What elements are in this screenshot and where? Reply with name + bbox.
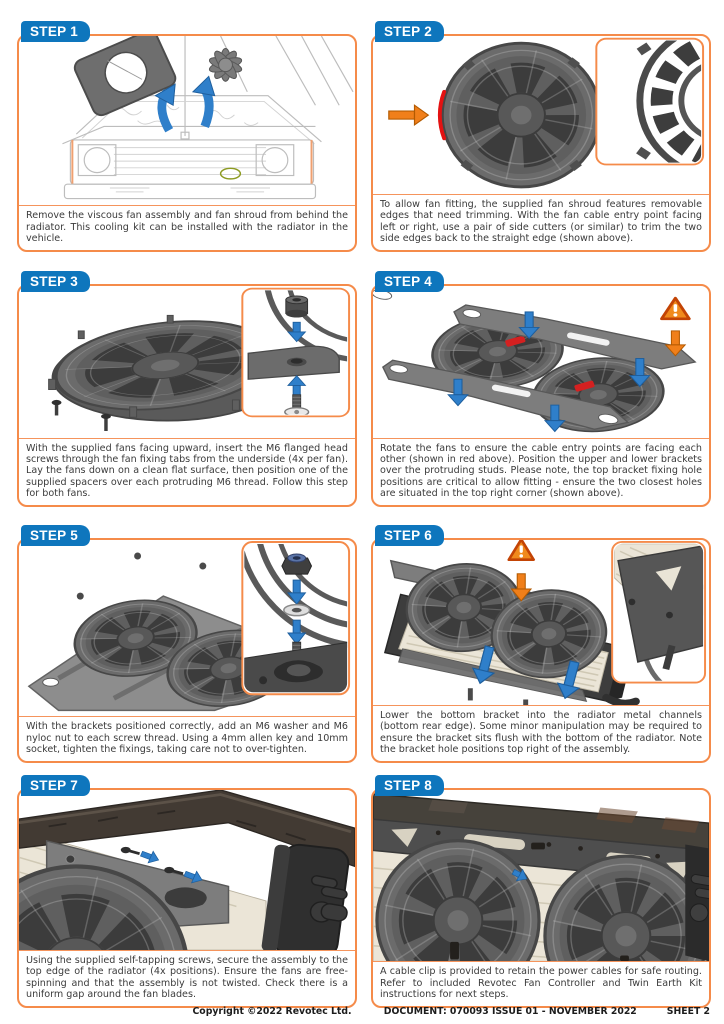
insert-arrow-icon [287,375,307,397]
step-6-tab: STEP 6 [375,525,445,546]
step-1-tab: STEP 1 [21,21,91,42]
document-number: DOCUMENT: 070093 ISSUE 01 - NOVEMBER 202… [383,1006,637,1017]
remove-arrow-icon [191,75,216,129]
step-2-illustration [373,36,709,194]
step-3-tab: STEP 3 [21,271,91,292]
fan-left [73,599,198,677]
step-5-caption: With the brackets positioned correctly, … [19,716,355,761]
fan-shroud [73,36,177,117]
step-5-tab: STEP 5 [21,525,91,546]
step-6-illustration [373,540,709,706]
removable-edge-left [437,89,447,141]
step-4-tab: STEP 4 [375,271,445,292]
step-5-panel: With the brackets positioned correctly, … [17,525,357,763]
place-arrow-icon [543,404,566,433]
copyright-text: Copyright ©2022 Revotec Ltd. [192,1006,352,1017]
lower-arrow-icon [471,645,496,685]
fan-front-view [437,41,605,189]
trim-arrow-icon [388,104,430,127]
step-2-tab: STEP 2 [375,21,445,42]
detail-inset [595,37,705,166]
upper-bracket [373,289,697,370]
step-4-caption: Rotate the fans to ensure the cable entr… [373,437,709,505]
step-5-illustration [19,540,355,716]
lower-arrow-icon [556,660,581,700]
self-tapping-screw [164,866,184,876]
step-6-caption: Lower the bottom bracket into the radiat… [373,705,709,761]
step-8-illustration [373,790,709,962]
step-6-panel: Lower the bottom bracket into the radiat… [371,525,711,763]
step-8-panel: A cable clip is provided to retain the p… [371,775,711,1008]
page-footer: Copyright ©2022 Revotec Ltd. DOCUMENT: 0… [0,1006,724,1020]
step-1-illustration [19,36,355,205]
screw [51,399,62,416]
step-3-caption: With the supplied fans facing upward, in… [19,437,355,505]
step-7-tab: STEP 7 [21,775,91,796]
screw [101,413,111,432]
fan-assembly [389,559,608,706]
m6-screw [284,394,310,415]
fan [19,864,188,951]
cable-entry-left [505,335,526,347]
step-4-illustration [373,286,709,438]
end-tank [261,843,350,951]
step-3-illustration [19,286,355,438]
place-arrow-icon [628,358,651,388]
step-7-caption: Using the supplied self-tapping screws, … [19,950,355,1006]
attention-arrow-icon [664,330,687,357]
attention-arrow-icon [510,573,533,602]
fan-perspective [48,314,283,422]
fit-arrow-icon [287,579,307,605]
detail-inset [241,541,351,696]
viscous-fan [208,48,243,82]
step-7-illustration [19,790,355,951]
radiator-top-bar [19,790,355,868]
step-4-panel: Rotate the fans to ensure the cable entr… [371,271,711,507]
step-2-caption: To allow fan fitting, the supplied fan s… [373,194,709,250]
step-2-panel: STEP 2 [371,21,711,252]
nyloc-nut [281,553,313,575]
step-3-panel: With the supplied fans facing upward, in… [17,271,357,507]
step-7-panel: Using the supplied self-tapping screws, … [17,775,357,1008]
secure-arrow-icon [140,850,160,864]
spacer [285,295,309,318]
step-8-tab: STEP 8 [375,775,445,796]
step-1-caption: Remove the viscous fan assembly and fan … [19,205,355,250]
detail-inset [611,540,707,684]
remove-arrow-icon [154,83,176,133]
sheet-number: SHEET 2 [666,1006,710,1017]
detail-inset [241,287,351,418]
self-tapping-screw [120,846,140,855]
m6-washer [283,603,311,617]
place-arrow-icon [518,311,541,340]
end-tank [685,844,709,962]
warning-icon [507,540,536,561]
step-1-panel: STEP 1 [17,21,357,252]
place-arrow-icon [447,378,469,407]
cable-entry-right [574,380,595,392]
secure-arrow-icon [183,870,203,884]
radiator-top-bar [373,793,709,854]
cable-clip-arrow-icon [511,868,528,882]
fan-left [375,839,541,962]
warning-icon [660,296,691,321]
insert-arrow-icon [287,321,307,343]
step-8-caption: A cable clip is provided to retain the p… [373,961,709,1006]
fit-arrow-icon [287,619,307,645]
screw-threads [76,552,270,600]
lower-bracket [381,359,630,430]
